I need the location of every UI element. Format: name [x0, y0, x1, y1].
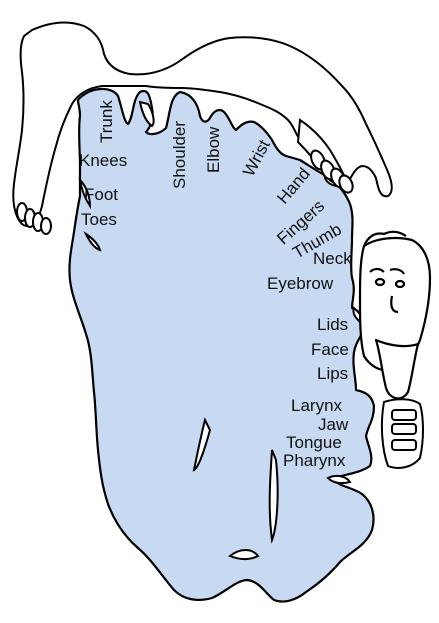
face-with-tongue-drawing: [360, 232, 430, 399]
label-lids: Lids: [317, 316, 348, 333]
jaw-and-teeth-drawing: [382, 399, 423, 468]
label-toes: Toes: [81, 211, 117, 228]
label-jaw: Jaw: [318, 416, 348, 433]
label-tongue: Tongue: [286, 434, 342, 451]
label-trunk: Trunk: [98, 100, 115, 143]
label-larynx: Larynx: [291, 397, 342, 414]
label-neck: Neck: [313, 250, 352, 267]
label-face: Face: [311, 341, 349, 358]
label-shoulder: Shoulder: [171, 121, 188, 189]
label-pharynx: Pharynx: [283, 452, 345, 469]
label-knees: Knees: [79, 152, 127, 169]
label-lips: Lips: [317, 365, 348, 382]
label-foot: Foot: [84, 186, 118, 203]
label-eyebrow: Eyebrow: [267, 275, 333, 292]
label-elbow: Elbow: [205, 127, 222, 173]
